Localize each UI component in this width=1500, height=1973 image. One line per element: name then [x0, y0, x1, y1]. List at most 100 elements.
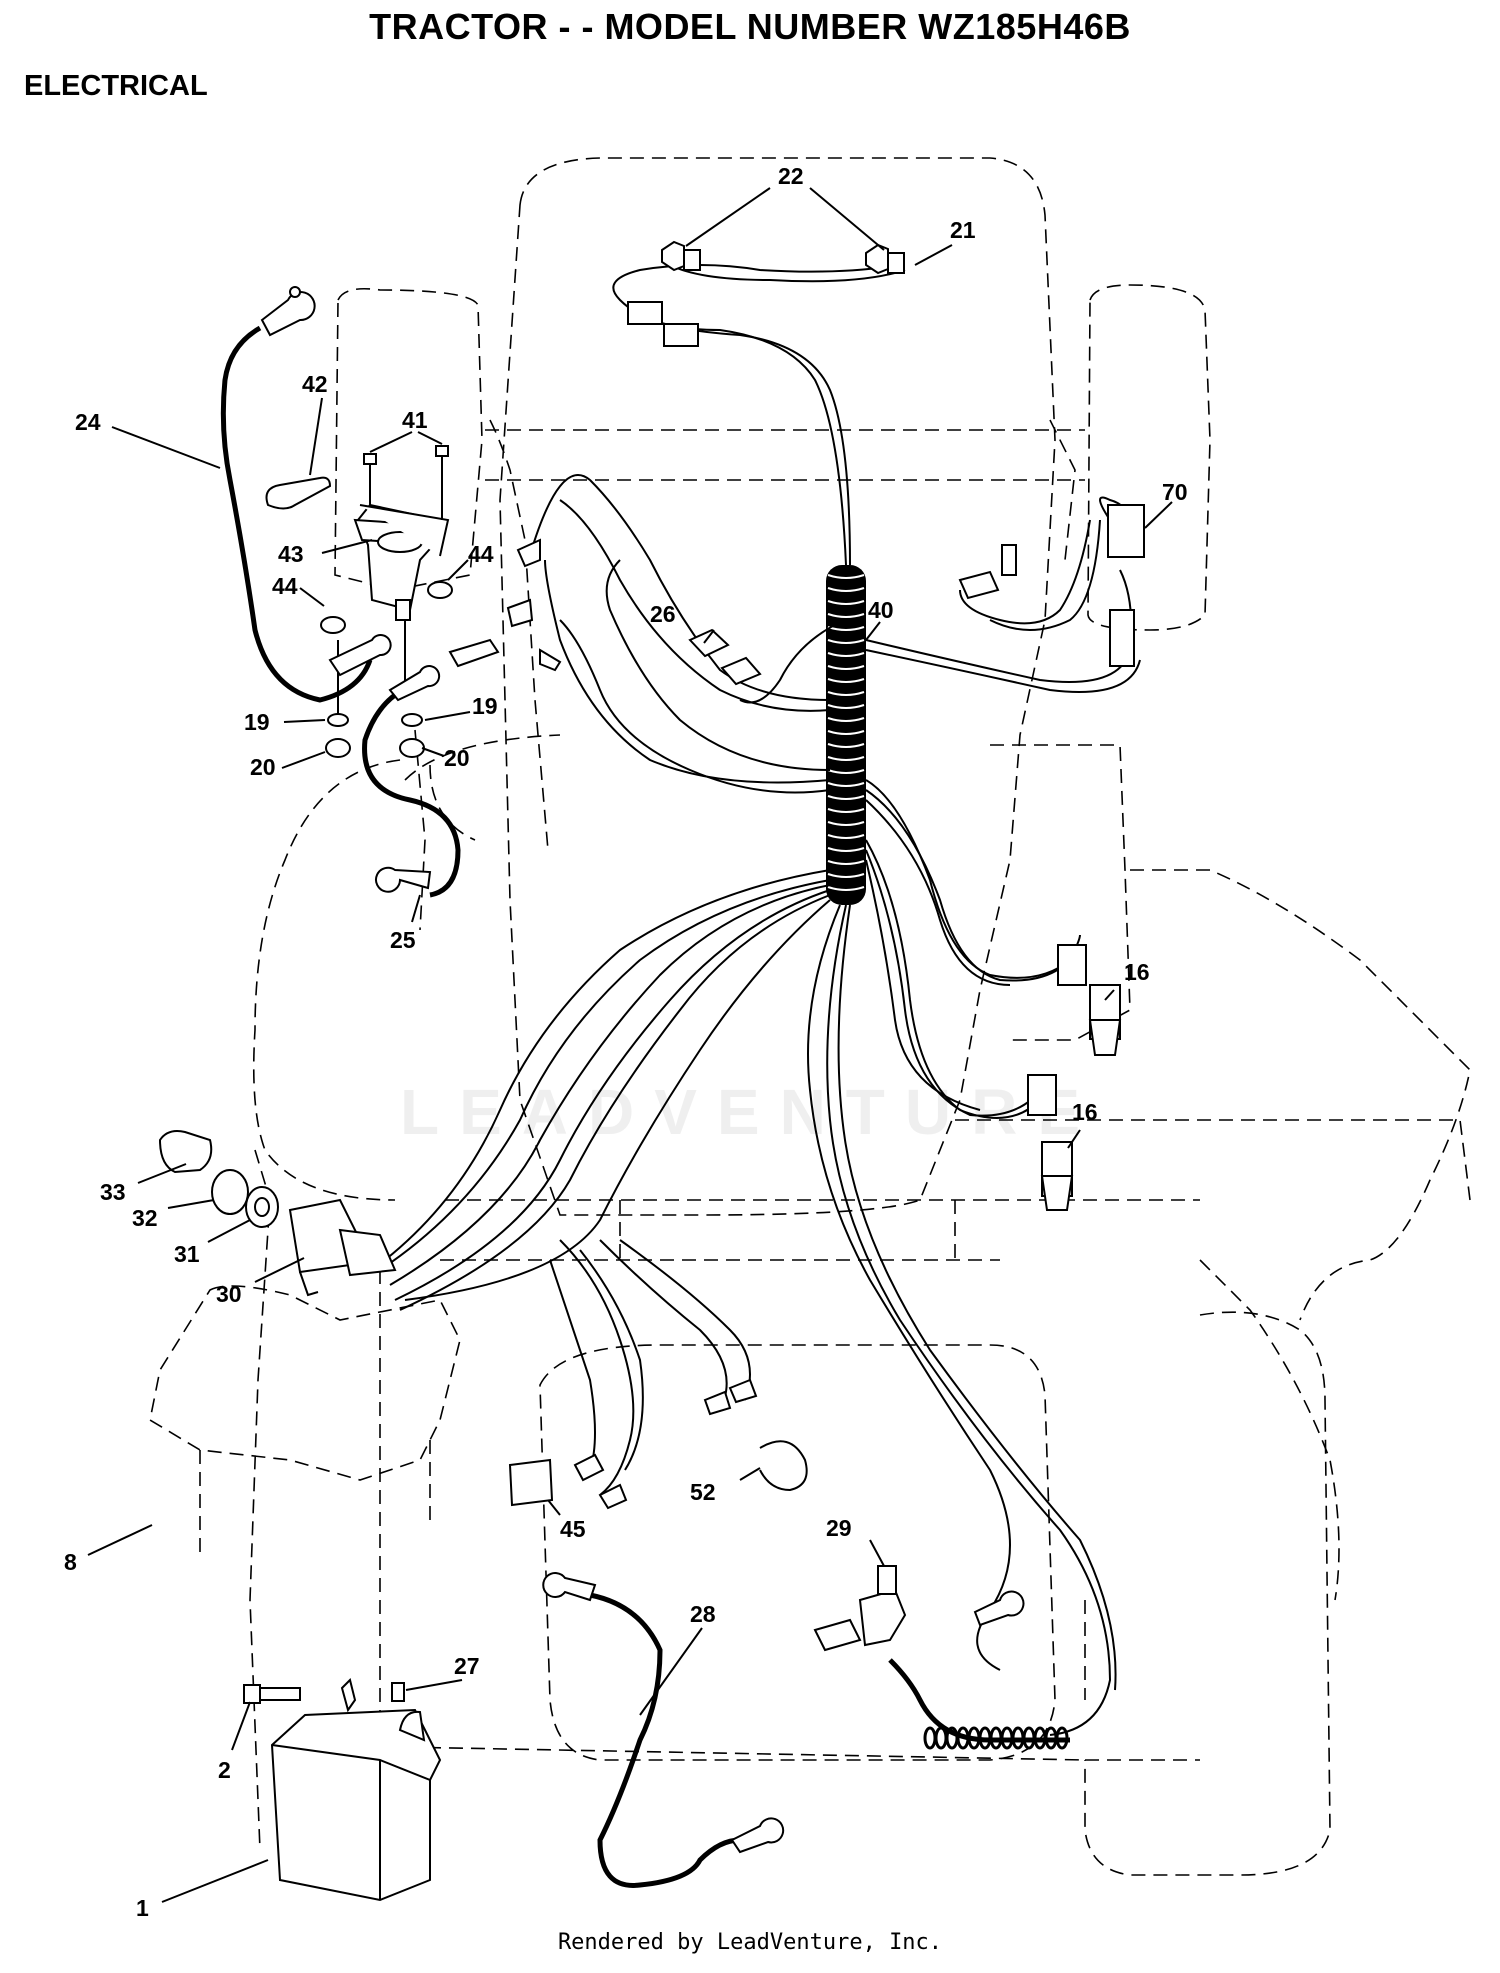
loom-stripe	[827, 847, 865, 852]
callout-43: 43	[278, 541, 304, 567]
callout-70: 70	[1162, 479, 1188, 505]
battery-bolt	[243, 1684, 301, 1704]
wire-loop-52	[759, 1440, 808, 1492]
callout-labels: 22 21 42 41 24 70 43 44 44 26 40 19 19 2…	[64, 163, 1188, 1921]
connector-plug	[663, 323, 699, 347]
switch-nut	[245, 1186, 279, 1228]
callout-20: 20	[444, 745, 470, 771]
loom-stripe	[827, 691, 865, 696]
connector-plug	[958, 570, 1000, 600]
callout-20: 20	[250, 754, 276, 780]
loom-stripe	[827, 743, 865, 748]
connector-plug	[539, 648, 562, 672]
fuse-holder	[448, 638, 500, 668]
tractor-outline	[249, 157, 1471, 1876]
callout-42: 42	[302, 371, 328, 397]
battery-cable-28	[589, 1592, 741, 1888]
ring-terminal	[328, 634, 392, 677]
callout-25: 25	[390, 927, 416, 953]
starter-solenoid	[353, 503, 450, 621]
loom-stripe	[827, 873, 865, 878]
callout-30: 30	[216, 1281, 242, 1307]
ring-terminal	[388, 665, 441, 702]
loom-stripe	[827, 587, 865, 592]
connector-plug	[728, 1378, 758, 1404]
loom-stripe	[827, 834, 865, 839]
loom-stripe	[827, 613, 865, 618]
battery-terminal	[340, 1678, 357, 1713]
wire-bundles	[379, 264, 1141, 1736]
loom-stripe	[827, 678, 865, 683]
loom-stripe	[827, 782, 865, 787]
loom-stripe	[827, 574, 865, 579]
footer-credit: Rendered by LeadVenture, Inc.	[557, 1930, 943, 1955]
loom-stripe	[827, 821, 865, 826]
connector-socket	[1027, 1074, 1057, 1116]
headlight-left	[661, 240, 701, 272]
loom-stripe	[827, 639, 865, 644]
callout-22: 22	[778, 163, 804, 189]
connector-26b	[720, 656, 762, 686]
leader-lines	[87, 187, 1173, 1903]
ring-terminal	[973, 1590, 1025, 1627]
callout-29: 29	[826, 1515, 852, 1541]
callout-28: 28	[690, 1601, 716, 1627]
switch-plunger	[1001, 544, 1017, 576]
ignition-key	[158, 1130, 213, 1174]
connector-plug	[506, 598, 534, 628]
battery-nut	[391, 1682, 405, 1702]
loom-stripe	[827, 652, 865, 657]
connector-plug	[703, 1390, 732, 1416]
callout-21: 21	[950, 217, 976, 243]
coiled-cord	[888, 1658, 1070, 1743]
nut-44	[427, 581, 453, 599]
connector-plug	[813, 1618, 862, 1652]
connector-plug	[598, 1483, 628, 1510]
callout-52: 52	[690, 1479, 716, 1505]
seat-switch	[858, 1565, 907, 1647]
ground-cable-25	[362, 693, 461, 898]
callout-24: 24	[75, 409, 101, 435]
loom-stripe	[827, 769, 865, 774]
callout-27: 27	[454, 1653, 480, 1679]
headlight-right	[865, 243, 905, 275]
switch-bezel	[211, 1169, 249, 1215]
connector-plug	[1109, 609, 1135, 667]
loom-stripes	[827, 574, 865, 891]
diagram-title: TRACTOR - - MODEL NUMBER WZ185H46B	[369, 6, 1131, 47]
loom-stripe	[827, 704, 865, 709]
loom-stripe	[827, 756, 865, 761]
ring-terminal	[375, 866, 432, 893]
callout-41: 41	[402, 407, 428, 433]
nut-44	[320, 616, 346, 634]
ring-terminal	[542, 1572, 597, 1602]
connector-26a	[688, 628, 730, 658]
callout-33: 33	[100, 1179, 126, 1205]
callout-44: 44	[272, 573, 298, 599]
connector-16	[1088, 984, 1122, 1056]
callout-16: 16	[1124, 959, 1150, 985]
loom-stripe	[827, 717, 865, 722]
loom-stripe	[827, 860, 865, 865]
loom-stripe	[827, 600, 865, 605]
battery-cable-24	[220, 325, 373, 703]
callout-19: 19	[244, 709, 270, 735]
callout-44: 44	[468, 541, 494, 567]
lock-washer	[401, 713, 423, 727]
battery	[270, 1708, 442, 1902]
callout-45: 45	[560, 1516, 586, 1542]
connector-plug	[627, 301, 663, 325]
hex-nut	[325, 738, 351, 758]
loom-stripe	[827, 886, 865, 891]
loom-stripe	[827, 665, 865, 670]
coil-loop	[923, 1726, 937, 1750]
callout-32: 32	[132, 1205, 158, 1231]
coil-loop	[934, 1726, 948, 1750]
connector-70	[1107, 504, 1145, 558]
ring-terminal	[730, 1817, 785, 1854]
connector-16	[1040, 1141, 1074, 1211]
mount-bolt	[435, 445, 449, 520]
lock-washer	[327, 713, 349, 727]
mount-bolt	[363, 453, 377, 505]
